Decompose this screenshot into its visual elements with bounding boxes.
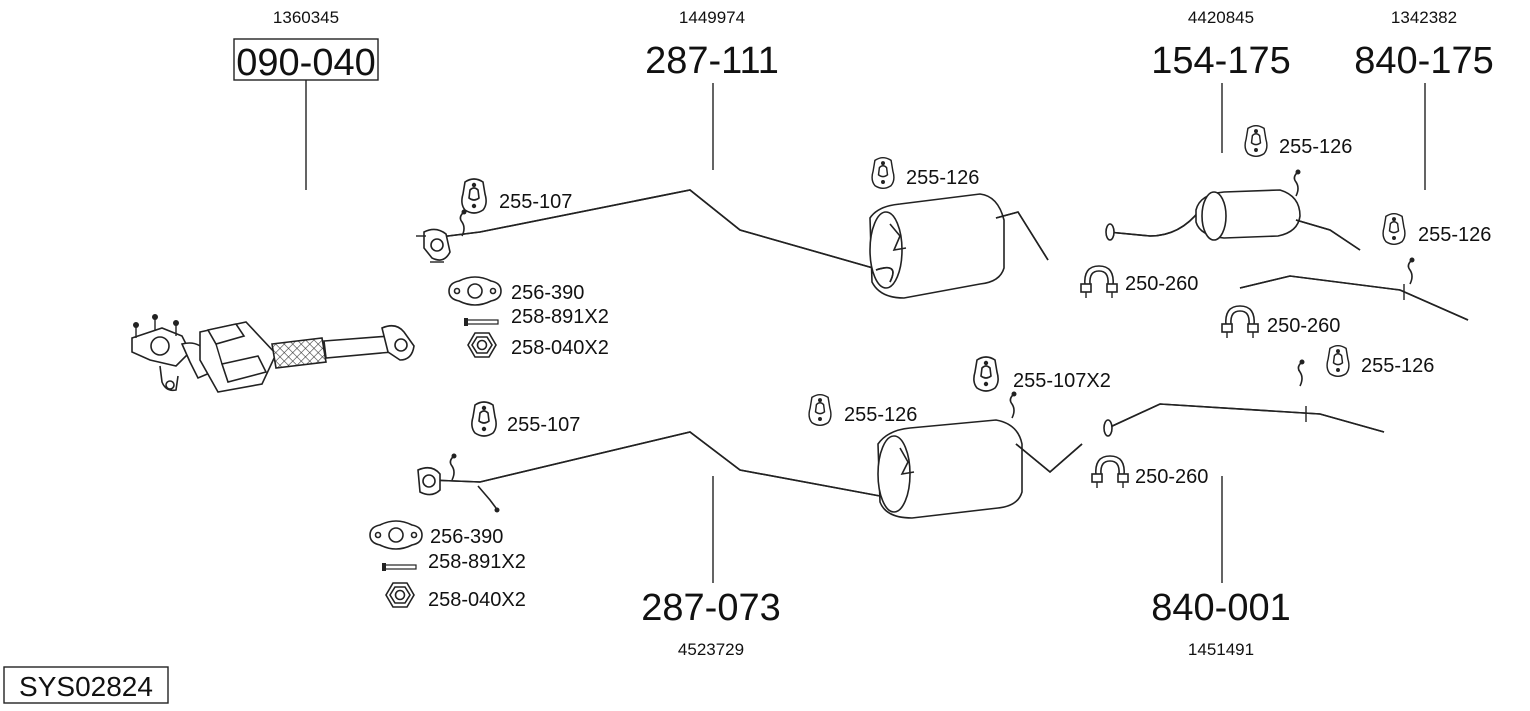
rear-silencer-287-073-drawing[interactable] xyxy=(877,390,1083,519)
accessory-label[interactable]: 258-891X2 xyxy=(511,306,609,328)
part-code-287-073[interactable]: 287-073 xyxy=(641,587,780,629)
flange-gasket-icon xyxy=(369,520,423,550)
accessory-label[interactable]: 255-126 xyxy=(844,404,917,426)
part-code-154-175[interactable]: 154-175 xyxy=(1151,40,1290,82)
part-code-090-040[interactable]: 090-040 xyxy=(236,42,375,84)
catalytic-converter-drawing[interactable] xyxy=(131,314,415,393)
accessory-label[interactable]: 255-107X2 xyxy=(1013,370,1111,392)
part-code-840-175[interactable]: 840-175 xyxy=(1354,40,1493,82)
accessory-label[interactable]: 255-126 xyxy=(1361,355,1434,377)
rubber-hanger-icon xyxy=(1244,124,1268,158)
pipe-clamp-icon xyxy=(1091,455,1129,489)
system-code[interactable]: SYS02824 xyxy=(19,671,153,702)
bolt-icon xyxy=(381,562,417,572)
rubber-hanger-icon xyxy=(808,393,832,427)
bolt-icon xyxy=(463,317,499,327)
hex-nut-icon xyxy=(467,332,497,358)
rubber-hanger-icon xyxy=(871,156,895,190)
part-code-287-111[interactable]: 287-111 xyxy=(645,40,779,82)
accessory-label[interactable]: 256-390 xyxy=(511,282,584,304)
tail-pipe-840-175-drawing[interactable] xyxy=(1239,256,1469,321)
accessory-label[interactable]: 250-260 xyxy=(1125,273,1198,295)
front-pipe-287-111-drawing[interactable] xyxy=(416,189,881,271)
accessory-label[interactable]: 250-260 xyxy=(1267,315,1340,337)
part-ref-840-175: 1342382 xyxy=(1391,8,1457,27)
accessory-label[interactable]: 258-891X2 xyxy=(428,551,526,573)
rear-silencer-287-111-drawing[interactable] xyxy=(869,193,1049,299)
rubber-hanger-icon xyxy=(973,356,999,392)
accessory-label[interactable]: 255-107 xyxy=(499,191,572,213)
part-ref-090-040: 1360345 xyxy=(273,8,339,27)
accessory-label[interactable]: 255-107 xyxy=(507,414,580,436)
front-pipe-287-073-drawing[interactable] xyxy=(417,431,881,513)
rubber-hanger-icon xyxy=(461,178,487,214)
tail-pipe-840-001-drawing[interactable] xyxy=(1103,358,1385,437)
flange-gasket-icon xyxy=(448,276,502,306)
part-code-840-001[interactable]: 840-001 xyxy=(1151,587,1290,629)
accessory-label[interactable]: 258-040X2 xyxy=(511,337,609,359)
accessory-label[interactable]: 255-126 xyxy=(1418,224,1491,246)
rubber-hanger-icon xyxy=(1382,212,1406,246)
accessory-label[interactable]: 256-390 xyxy=(430,526,503,548)
accessory-label[interactable]: 255-126 xyxy=(1279,136,1352,158)
pipe-clamp-icon xyxy=(1080,265,1118,299)
accessory-label[interactable]: 255-126 xyxy=(906,167,979,189)
middle-silencer-154-175-drawing[interactable] xyxy=(1105,168,1361,251)
part-ref-154-175: 4420845 xyxy=(1188,8,1254,27)
hex-nut-icon xyxy=(385,582,415,608)
pipe-clamp-icon xyxy=(1221,305,1259,339)
part-ref-287-073: 4523729 xyxy=(678,640,744,659)
rubber-hanger-icon xyxy=(471,401,497,437)
rubber-hanger-icon xyxy=(1326,344,1350,378)
part-ref-840-001: 1451491 xyxy=(1188,640,1254,659)
accessory-label[interactable]: 250-260 xyxy=(1135,466,1208,488)
accessory-label[interactable]: 258-040X2 xyxy=(428,589,526,611)
part-ref-287-111: 1449974 xyxy=(679,8,745,27)
system-code-box xyxy=(3,666,169,704)
